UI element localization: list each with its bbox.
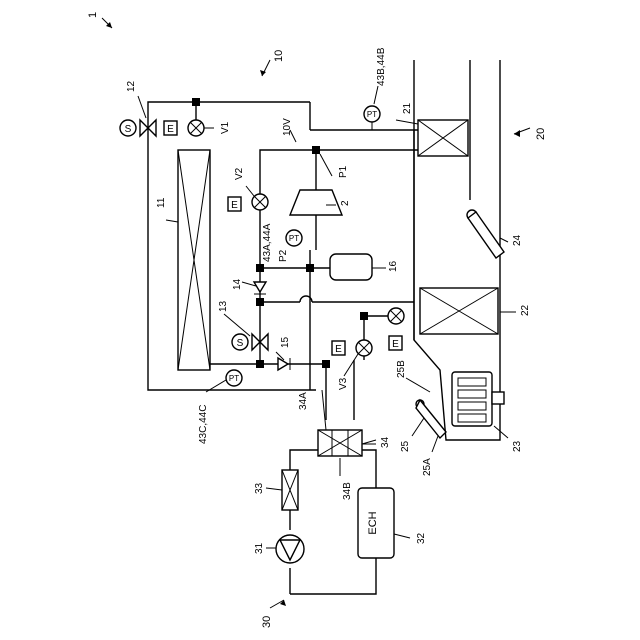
label-43a: 43A,44A (262, 223, 273, 262)
compressor (290, 190, 342, 215)
svg-text:E: E (231, 200, 238, 211)
label-14: 14 (232, 278, 243, 290)
svg-text:PT: PT (367, 110, 377, 119)
label-34: 34 (380, 436, 391, 448)
label-25b: 25B (396, 360, 407, 378)
check-valve-14 (254, 282, 266, 294)
label-21: 21 (402, 102, 413, 114)
svg-text:S: S (125, 124, 132, 135)
label-33: 33 (254, 482, 265, 494)
svg-text:E: E (392, 339, 399, 350)
svg-text:E: E (167, 124, 174, 135)
expansion-valve-v3 (356, 340, 372, 356)
e-actuator-v1: E (164, 121, 177, 135)
air-mix-damper-24 (467, 210, 504, 258)
svg-text:PT: PT (229, 374, 239, 383)
label-16: 16 (388, 260, 399, 272)
expansion-valve-v1 (188, 120, 204, 136)
pt-sensor-43b: PT (364, 106, 380, 130)
label-13: 13 (218, 300, 229, 312)
label-11: 11 (156, 197, 167, 208)
label-24: 24 (512, 234, 523, 246)
outdoor-heat-exchanger (178, 150, 210, 370)
label-p1: P1 (338, 165, 349, 178)
e-actuator-v4: E (389, 336, 402, 350)
pt-sensor-43a: PT (286, 230, 302, 246)
label-25: 25 (400, 440, 411, 452)
label-v1: V1 (220, 121, 231, 134)
label-25a: 25A (422, 458, 433, 476)
label-10v: 10V (282, 118, 293, 136)
damper-25 (416, 400, 446, 438)
label-22: 22 (520, 304, 531, 316)
label-12: 12 (126, 80, 137, 92)
pump (276, 535, 304, 563)
label-43b: 43B,44B (376, 47, 387, 86)
label-p2: P2 (278, 249, 289, 262)
label-fig: 1 (87, 12, 99, 18)
label-31: 31 (254, 542, 265, 554)
svg-text:PT: PT (289, 234, 299, 243)
solenoid-actuator-12: S (120, 120, 136, 136)
label-32: 32 (416, 532, 427, 544)
junction-points (192, 98, 368, 368)
label-system: 10 (273, 50, 285, 62)
e-actuator-v3: E (332, 341, 345, 355)
filter (282, 470, 298, 510)
label-34b: 34B (342, 482, 353, 500)
pt-sensor-43c: PT (226, 370, 242, 386)
label-compressor: 2 (340, 200, 351, 206)
solenoid-actuator-13: S (232, 334, 248, 350)
label-v3: V3 (338, 377, 349, 390)
label-15: 15 (280, 336, 291, 348)
label-34a: 34A (298, 392, 309, 410)
chiller (318, 430, 362, 456)
label-30: 30 (261, 616, 273, 628)
label-23: 23 (512, 440, 523, 452)
e-actuator-v2: E (228, 197, 241, 211)
accumulator-tank (330, 254, 372, 280)
expansion-valve-v4 (388, 308, 404, 324)
svg-text:E: E (335, 344, 342, 355)
label-43c: 43C,44C (198, 405, 209, 444)
electric-coolant-heater: ECH (358, 488, 394, 558)
label-v2: V2 (234, 167, 245, 180)
heater-core (452, 372, 504, 426)
heat-exchanger-21 (418, 120, 468, 156)
ech-symbol: ECH (367, 511, 379, 534)
heat-exchanger-22 (420, 288, 498, 334)
label-hvac: 20 (535, 128, 547, 140)
svg-text:S: S (237, 338, 244, 349)
expansion-valve-v2 (252, 194, 268, 210)
